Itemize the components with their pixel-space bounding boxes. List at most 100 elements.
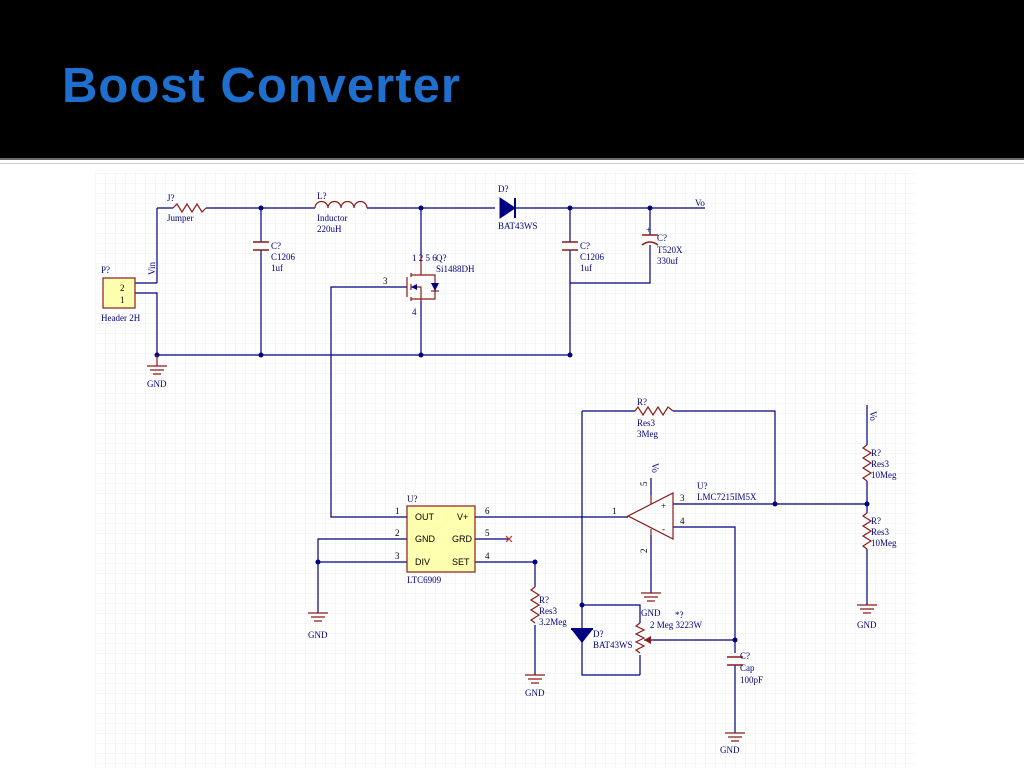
c3-polarity: +	[646, 225, 651, 235]
gnd-label-u2: GND	[641, 608, 661, 618]
vo-label-divider: Vo	[868, 411, 878, 421]
rset-type: Res3	[539, 606, 558, 616]
svg-text:4: 4	[412, 307, 417, 317]
ground-symbol-u1	[308, 612, 328, 622]
rset-value: 3.2Meg	[539, 617, 567, 627]
pot-value: 2 Meg 3223W	[650, 620, 702, 630]
schematic-diagram: J? Jumper 2 1 P? Header 2H Vin C? C1206 …	[95, 173, 915, 768]
u1-pin-gnd: GND	[415, 534, 436, 544]
c2-designator: C?	[580, 241, 590, 251]
inductor-designator: L?	[317, 191, 327, 201]
vin-label: Vin	[147, 262, 157, 275]
potentiometer	[634, 622, 646, 654]
jumper-symbol	[172, 202, 207, 214]
u1-pinnum-4: 4	[485, 551, 490, 561]
u1-pinnum-6: 6	[485, 506, 490, 516]
resistor-rset	[529, 586, 541, 624]
wires	[135, 207, 868, 733]
resistor-feedback	[634, 405, 674, 417]
u2-pin4: 4	[680, 516, 685, 526]
capacitor-c2	[562, 241, 578, 251]
jumper-designator: J?	[167, 193, 175, 203]
slide-title: Boost Converter	[62, 59, 461, 113]
c1-value: 1uf	[271, 263, 283, 273]
gnd-label-rset: GND	[525, 688, 545, 698]
u2-pin3: 3	[680, 493, 685, 503]
c1-designator: C?	[271, 241, 281, 251]
header-pin2: 2	[120, 283, 125, 293]
d2-value: BAT43WS	[593, 640, 633, 650]
diode-d1-designator: D?	[498, 184, 509, 194]
u1-pin-vplus: V+	[457, 512, 468, 522]
header-designator: P?	[101, 265, 110, 275]
r10b-type: Res3	[871, 527, 890, 537]
u2-pin2: 2	[639, 549, 649, 554]
diode-d1-value: BAT43WS	[498, 221, 538, 231]
ground-symbol-divider	[857, 604, 877, 614]
capacitor-c1	[253, 241, 269, 251]
vo-label-u2: Vo	[650, 463, 660, 473]
c2-package: C1206	[580, 252, 605, 262]
u2-plus: +	[661, 501, 666, 511]
ground-symbol-c4	[725, 732, 745, 742]
header-connector	[102, 277, 136, 309]
schematic-sheet: J? Jumper 2 1 P? Header 2H Vin C? C1206 …	[95, 173, 915, 768]
rf-designator: R?	[637, 397, 647, 407]
u1-pinnum-5: 5	[485, 528, 490, 538]
inductor-symbol	[314, 200, 368, 209]
mosfet-designator: Q?	[436, 253, 447, 263]
header-pin1: 1	[120, 295, 125, 305]
u1-pin-out: OUT	[415, 512, 435, 522]
ground-symbol-main	[147, 355, 167, 375]
diode-d2	[571, 629, 593, 643]
c2-value: 1uf	[580, 263, 592, 273]
u1-pin-set: SET	[452, 557, 470, 567]
c3-package: T520X	[657, 245, 683, 255]
gnd-label-main: GND	[147, 379, 167, 389]
c3-designator: C?	[657, 233, 667, 243]
u2-value: LMC7215IM5X	[697, 492, 757, 502]
vo-label-top: Vo	[695, 198, 705, 208]
u1-designator: U?	[407, 494, 418, 504]
u1-pinnum-3: 3	[395, 551, 400, 561]
u2-pin1: 1	[612, 506, 617, 516]
mosfet-body-diode	[431, 283, 439, 291]
svg-text:1 2 5 6: 1 2 5 6	[412, 253, 437, 263]
ground-symbol-rset	[525, 674, 545, 684]
r10b-value: 10Meg	[871, 538, 897, 548]
capacitor-c4	[727, 656, 743, 666]
ltc6909-ic	[406, 505, 476, 573]
gnd-label-c4: GND	[720, 745, 740, 755]
ground-symbol-u2	[641, 592, 661, 602]
r10b-designator: R?	[871, 516, 881, 526]
u1-pin-grd: GRD	[452, 534, 473, 544]
resistor-divider-top	[861, 444, 873, 482]
title-bar: Boost Converter	[0, 0, 1024, 158]
c3-value: 330uf	[657, 256, 678, 266]
capacitor-c3	[641, 234, 659, 246]
u2-pin5: 5	[639, 481, 649, 486]
u2-minus: -	[662, 524, 665, 534]
potentiometer-wiper	[644, 636, 651, 644]
r10a-designator: R?	[871, 448, 881, 458]
grid-background	[95, 173, 915, 768]
gnd-label-divider: GND	[857, 620, 877, 630]
mosfet-value: Si1488DH	[436, 264, 475, 274]
r10a-value: 10Meg	[871, 470, 897, 480]
rset-designator: R?	[539, 595, 549, 605]
c4-designator: C?	[740, 651, 750, 661]
junctions	[154, 205, 870, 643]
header-value: Header 2H	[101, 313, 141, 323]
c1-package: C1206	[271, 252, 296, 262]
u2-designator: U?	[697, 481, 708, 491]
gnd-label-u1: GND	[308, 630, 328, 640]
u1-pin-div: DIV	[415, 557, 430, 567]
pot-designator: *?	[675, 610, 684, 620]
rf-type: Res3	[637, 418, 656, 428]
inductor-value: 220uH	[317, 224, 342, 234]
comparator-u2	[626, 492, 674, 540]
divider-line	[0, 158, 1024, 160]
resistor-divider-bottom	[861, 512, 873, 550]
u1-value: LTC6909	[407, 575, 442, 585]
diode-d1	[499, 197, 516, 219]
